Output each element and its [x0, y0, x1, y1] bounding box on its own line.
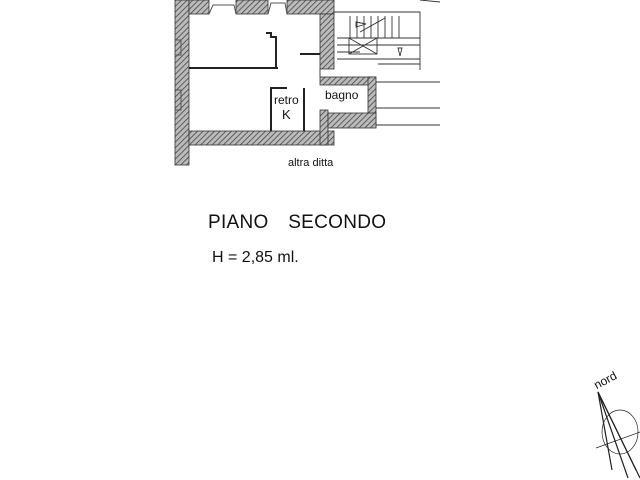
staircase — [319, 0, 441, 126]
room-label-retro: retro — [274, 93, 299, 107]
room-label-k: K — [282, 107, 291, 122]
windows — [175, 2, 288, 111]
north-compass — [595, 391, 640, 479]
floor-title: PIANO SECONDO — [208, 212, 387, 233]
walls — [174, 0, 377, 166]
neighbor-label: altra ditta — [288, 157, 334, 169]
room-label-bagno: bagno — [325, 88, 359, 102]
interior-walls — [189, 32, 320, 131]
ceiling-height: H = 2,85 ml. — [212, 249, 299, 266]
